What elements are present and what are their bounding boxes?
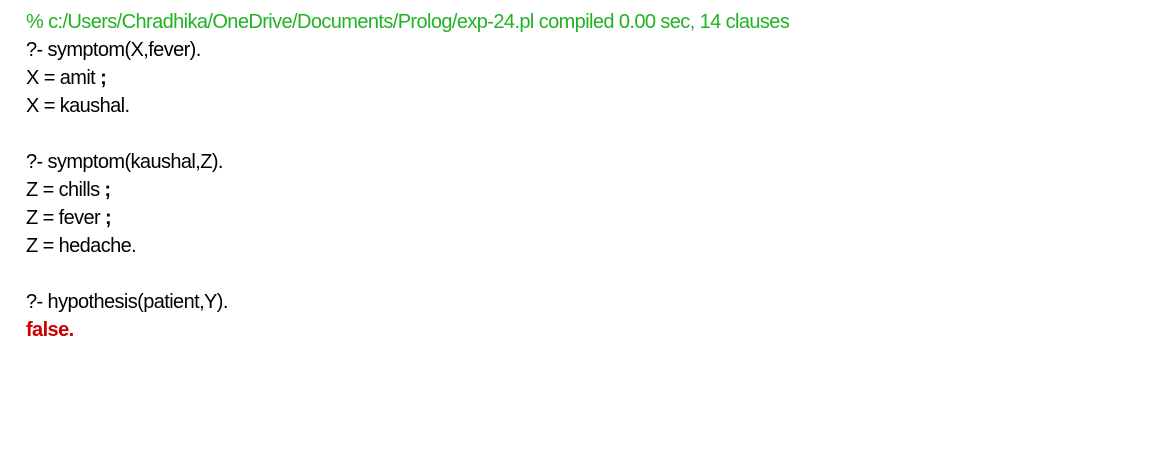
answer-separator: ; (99, 179, 111, 201)
answer-text: Z = fever (26, 207, 101, 229)
blank-line (26, 120, 1166, 148)
compile-status-line: % c:/Users/Chradhika/OneDrive/Documents/… (26, 11, 790, 33)
answer-text: Z = chills (26, 179, 100, 201)
answer-text: X = amit (26, 67, 96, 89)
answer-text: Z = hedache. (26, 235, 137, 257)
query-result-false: false. (26, 319, 74, 341)
query-answer: X = amit ; (26, 64, 1166, 92)
query-answer: Z = fever ; (26, 204, 1166, 232)
query-prompt: ?- symptom(kaushal,Z). (26, 151, 223, 173)
query-answer: Z = hedache. (26, 232, 1166, 260)
query-answer: X = kaushal. (26, 92, 1166, 120)
prolog-console-output[interactable]: % c:/Users/Chradhika/OneDrive/Documents/… (26, 8, 1166, 344)
answer-text: X = kaushal. (26, 95, 130, 117)
answer-separator: ; (100, 207, 112, 229)
query-prompt: ?- hypothesis(patient,Y). (26, 291, 228, 313)
answer-separator: ; (95, 67, 107, 89)
blank-line (26, 260, 1166, 288)
query-prompt: ?- symptom(X,fever). (26, 39, 201, 61)
query-answer: Z = chills ; (26, 176, 1166, 204)
